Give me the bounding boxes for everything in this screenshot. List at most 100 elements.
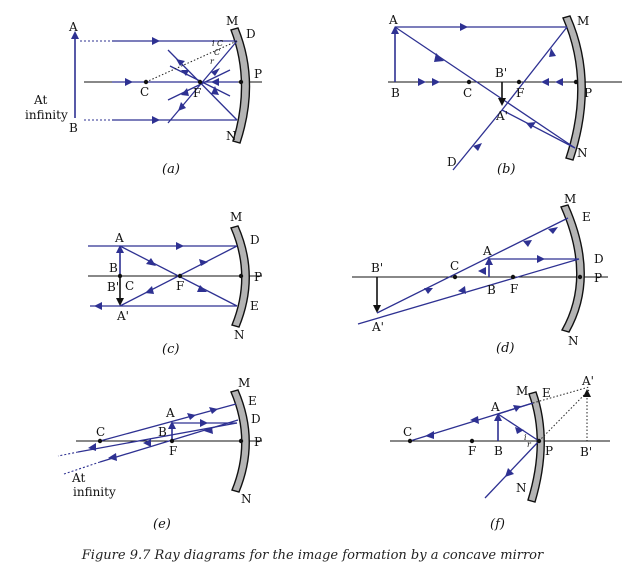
panel-a: A B C F P M N D i C C r At infinity (a) <box>25 14 262 177</box>
arrow <box>424 288 433 294</box>
panel-d: B' C A B F D P M E N A' (d) <box>352 192 608 356</box>
label-F: F <box>468 444 476 458</box>
label-M: M <box>226 14 238 28</box>
label-N: N <box>241 492 252 506</box>
arrow <box>549 48 556 57</box>
arrow <box>145 286 154 294</box>
label-A: A <box>114 231 124 245</box>
concave-mirror <box>230 389 250 493</box>
concave-mirror <box>562 15 586 161</box>
centre-of-curvature-point <box>407 438 413 444</box>
arrow <box>505 468 514 477</box>
label-P: P <box>584 86 592 100</box>
label-P: P <box>594 271 602 285</box>
object-arrowhead <box>391 26 399 34</box>
label-C: C <box>96 425 105 439</box>
label-F: F <box>169 444 177 458</box>
label-B: B <box>494 444 503 458</box>
label-N: N <box>516 481 527 495</box>
object-arrowhead <box>71 31 79 39</box>
ray-reflected-back <box>501 109 576 149</box>
label-infinity: infinity <box>25 108 68 122</box>
centre-of-curvature-point <box>117 273 123 279</box>
label-F: F <box>510 282 518 296</box>
arrow <box>526 122 536 129</box>
label-E: E <box>582 210 591 224</box>
label-M: M <box>577 14 589 28</box>
arrow <box>523 240 532 247</box>
label-N: N <box>226 129 237 143</box>
image-arrowhead <box>498 98 506 106</box>
panel-e-sublabel: (e) <box>153 517 171 532</box>
reflected-ray-through-F <box>357 258 580 325</box>
centre-of-curvature-point <box>143 79 149 85</box>
arrow <box>211 86 219 95</box>
label-c1: C <box>217 39 223 48</box>
arrow <box>187 413 196 420</box>
ray-through-C <box>394 26 576 149</box>
label-M: M <box>564 192 576 206</box>
label-M: M <box>230 210 242 224</box>
label-D: D <box>594 252 604 266</box>
label-E: E <box>248 394 257 408</box>
arrow <box>152 37 160 45</box>
panel-f: C F B A M E P N A' B' i r (f) <box>390 374 610 532</box>
arrow <box>541 78 549 86</box>
label-P: P <box>254 270 262 284</box>
label-D: D <box>246 27 256 41</box>
label-B: B <box>158 425 167 439</box>
label-F: F <box>516 86 524 100</box>
ray-through-C <box>376 217 569 314</box>
label-A: A <box>490 400 500 414</box>
arrow <box>515 427 524 434</box>
image-arrowhead <box>373 305 381 313</box>
arrow <box>197 285 207 292</box>
arrow <box>199 259 208 266</box>
label-D: D <box>250 233 260 247</box>
label-Ap: A' <box>495 109 508 123</box>
dotted-ray-extension <box>57 451 79 457</box>
arrow <box>434 53 444 62</box>
reflected-ray-from-pole <box>484 440 540 499</box>
label-C: C <box>125 279 134 293</box>
arrow <box>209 407 218 414</box>
arrow <box>432 78 440 86</box>
focus-point <box>469 438 475 444</box>
label-c2: C <box>214 48 220 57</box>
label-B: B <box>69 121 78 135</box>
panel-f-sublabel: (f) <box>490 517 505 532</box>
object-arrowhead <box>168 421 176 429</box>
arrow <box>125 78 133 86</box>
label-Bp: B' <box>495 66 507 80</box>
label-Bp: B' <box>107 280 119 294</box>
arrow <box>211 68 220 76</box>
label-F: F <box>176 279 184 293</box>
reflected-ray-mid1 <box>167 69 231 101</box>
label-A: A <box>165 406 175 420</box>
arrow <box>478 267 486 275</box>
pole-point <box>573 79 579 85</box>
arrow <box>181 70 189 76</box>
arrow <box>178 102 186 111</box>
arrow <box>513 405 521 412</box>
pole-point <box>238 273 244 279</box>
focus-point <box>169 438 175 444</box>
concave-mirror <box>230 225 250 328</box>
label-A: A <box>388 13 398 27</box>
label-B: B <box>487 283 496 297</box>
label-Bp: B' <box>371 261 383 275</box>
virtual-ray-extension-top <box>532 386 590 404</box>
label-D: D <box>251 412 261 426</box>
label-C: C <box>450 259 459 273</box>
arrow <box>548 227 558 234</box>
label-i: i <box>524 433 527 442</box>
pole-point <box>238 438 244 444</box>
label-E: E <box>250 299 259 313</box>
arrow <box>425 431 434 439</box>
label-C: C <box>463 86 472 100</box>
object-arrowhead <box>116 245 124 253</box>
label-i: i <box>212 39 215 48</box>
object-arrowhead <box>485 257 493 265</box>
concave-mirror <box>560 204 585 333</box>
label-C: C <box>403 425 412 439</box>
